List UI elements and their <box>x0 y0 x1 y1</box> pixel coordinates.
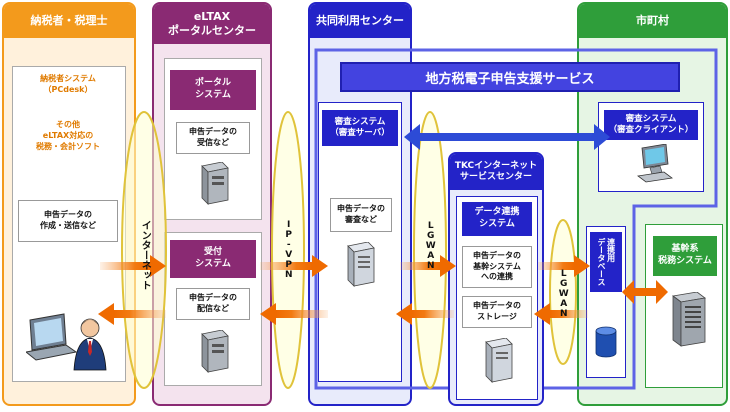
portal-system-title: ポータル システム <box>170 70 256 110</box>
laptop-user-icon <box>26 313 107 371</box>
arrow-review-sync <box>404 124 610 150</box>
arrow-tkc-to-shared <box>396 303 454 325</box>
tkc-panel-title: TKCインターネット サービスセンター <box>450 154 542 190</box>
taxpayer-software2-label: その他 eLTAX対応の 税務・会計ソフト <box>36 120 100 151</box>
review-client-title: 審査システム （審査クライアント） <box>604 110 698 140</box>
review-server-icon <box>347 242 375 287</box>
lgwan2-label: LGWAN <box>552 262 574 326</box>
reception-system-title: 受付 システム <box>170 240 256 278</box>
arrow-shared-to-eltax <box>260 303 328 325</box>
taxpayer-action-box: 申告データの 作成・送信など <box>18 200 118 242</box>
tkc-panel: TKCインターネット サービスセンター データ連携 システム 申告データの 基幹… <box>448 152 544 406</box>
portal-server-icon <box>201 162 229 205</box>
review-server-frame <box>318 102 402 382</box>
shared-panel-title: 共同利用センター <box>310 4 410 38</box>
service-banner: 地方税電子申告支援サービス <box>340 62 680 92</box>
arrow-taxpayer-to-eltax <box>100 255 166 277</box>
db-title-text: 連携用 データベース <box>597 238 616 286</box>
internet-label: インターネット <box>130 200 158 310</box>
review-server-desc: 申告データの 審査など <box>330 198 392 232</box>
link-system-desc: 申告データの 基幹システム への連携 <box>462 246 532 288</box>
arrow-db-to-tkc <box>534 303 588 325</box>
lgwan1-label-text: LGWAN <box>425 221 436 271</box>
eltax-panel-title: eLTAX ポータルセンター <box>154 4 270 44</box>
lgwan2-label-text: LGWAN <box>558 269 569 319</box>
arrow-db-core <box>622 280 668 304</box>
arrow-shared-to-tkc <box>400 255 456 277</box>
city-panel-title: 市町村 <box>579 4 726 38</box>
review-server-title: 審査システム （審査サーバ） <box>322 110 398 146</box>
database-icon <box>595 326 617 358</box>
reception-system-desc: 申告データの 配信など <box>176 288 250 320</box>
ipvpn-label-text: IP-VPN <box>283 220 294 280</box>
arrow-tkc-to-db <box>538 255 590 277</box>
taxpayer-panel-title: 納税者・税理士 <box>4 4 134 38</box>
storage-desc: 申告データの ストレージ <box>462 296 532 328</box>
ipvpn-label: IP-VPN <box>276 210 300 290</box>
portal-system-desc: 申告データの 受信など <box>176 122 250 154</box>
core-server-icon <box>672 292 706 347</box>
reception-server-icon <box>201 330 229 373</box>
lgwan1-label: LGWAN <box>418 214 442 278</box>
arrow-eltax-to-taxpayer <box>98 303 166 325</box>
eltax-panel: eLTAX ポータルセンター ポータル システム 申告データの 受信など 受付 … <box>152 2 272 406</box>
core-system-title: 基幹系 税務システム <box>653 236 717 276</box>
db-title: 連携用 データベース <box>590 232 622 292</box>
client-pc-icon <box>636 144 674 183</box>
internet-label-text: インターネット <box>139 220 151 290</box>
link-system-title: データ連携 システム <box>462 202 532 236</box>
arrow-eltax-to-shared <box>260 255 328 277</box>
storage-server-icon <box>485 338 513 383</box>
taxpayer-software1-label: 納税者システム （PCdesk） <box>40 74 96 94</box>
